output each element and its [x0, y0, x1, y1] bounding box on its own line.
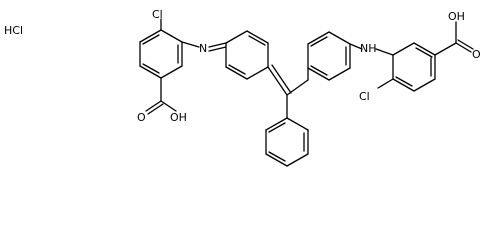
quinoid-ring: [225, 30, 269, 80]
amine-label: NH: [360, 42, 377, 55]
left-substituent-bonds: [145, 18, 200, 115]
right-chlorobenzoic-ring: [392, 42, 436, 92]
hcl-label: HCl: [4, 24, 23, 37]
chemical-structure-diagram: HCl Cl N O OH NH OH O Cl: [4, 8, 481, 167]
central-carbon-bonds: [286, 79, 309, 119]
right-chlorine-label: Cl: [359, 90, 370, 103]
imine-double-bond: [208, 42, 227, 52]
aniline-ring: [307, 31, 351, 81]
left-carbonyl-oxygen-label: O: [137, 111, 146, 124]
left-hydroxyl-label: OH: [170, 111, 187, 124]
left-chlorobenzoic-ring: [139, 29, 183, 79]
right-hydroxyl-label: OH: [448, 10, 465, 23]
phenyl-ring: [265, 117, 309, 167]
structure-canvas: HCl Cl N O OH NH OH O Cl: [4, 8, 481, 167]
right-substituent-bonds: [377, 21, 474, 89]
exocyclic-double-bond: [267, 64, 292, 96]
right-carbonyl-oxygen-label: O: [472, 48, 481, 61]
left-chlorine-label: Cl: [152, 8, 163, 21]
imine-nitrogen-label: N: [199, 42, 207, 55]
amine-bonds: [349, 43, 394, 56]
